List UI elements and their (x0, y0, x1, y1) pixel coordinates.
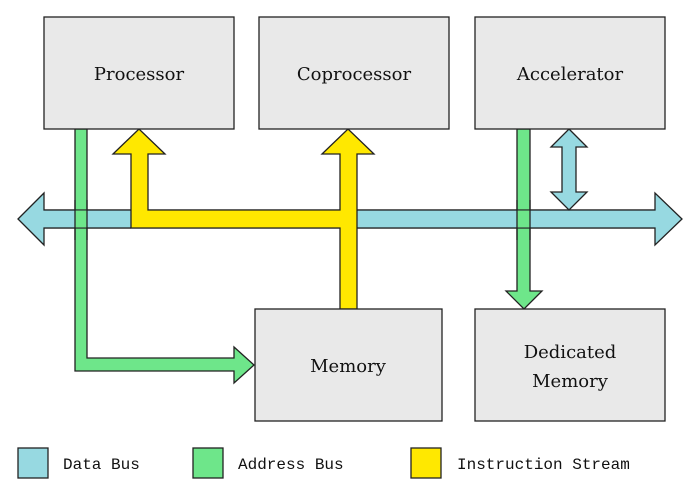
data-bus-accelerator-arrow (549, 128, 589, 211)
legend-swatch-data-bus (17, 447, 49, 479)
processor-box: Processor (43, 16, 235, 130)
memory-label: Memory (310, 356, 387, 377)
coprocessor-label: Coprocessor (297, 64, 412, 85)
address-bus-crossing (517, 210, 530, 228)
dedicated-memory-label-line1: Dedicated (524, 342, 617, 363)
legend: Data Bus Address Bus Instruction Stream (17, 447, 630, 479)
legend-label-address-bus: Address Bus (238, 456, 344, 474)
data-bus-right-segment (358, 210, 655, 228)
address-bus-processor-memory-arrow (74, 128, 255, 385)
dedicated-memory-label-line2: Memory (532, 371, 609, 392)
accelerator-label: Accelerator (516, 64, 624, 85)
legend-label-instruction-stream: Instruction Stream (457, 456, 630, 474)
instruction-stream-arrow (111, 128, 376, 310)
dedicated-memory-box: Dedicated Memory (474, 308, 666, 422)
legend-swatch-instruction-stream (410, 447, 442, 479)
legend-label-data-bus: Data Bus (63, 456, 140, 474)
accelerator-box: Accelerator (474, 16, 666, 130)
coprocessor-box: Coprocessor (258, 16, 450, 130)
processor-label: Processor (94, 64, 185, 85)
legend-swatch-address-bus (192, 447, 224, 479)
address-bus-crossing (75, 210, 87, 228)
memory-box: Memory (254, 308, 443, 422)
